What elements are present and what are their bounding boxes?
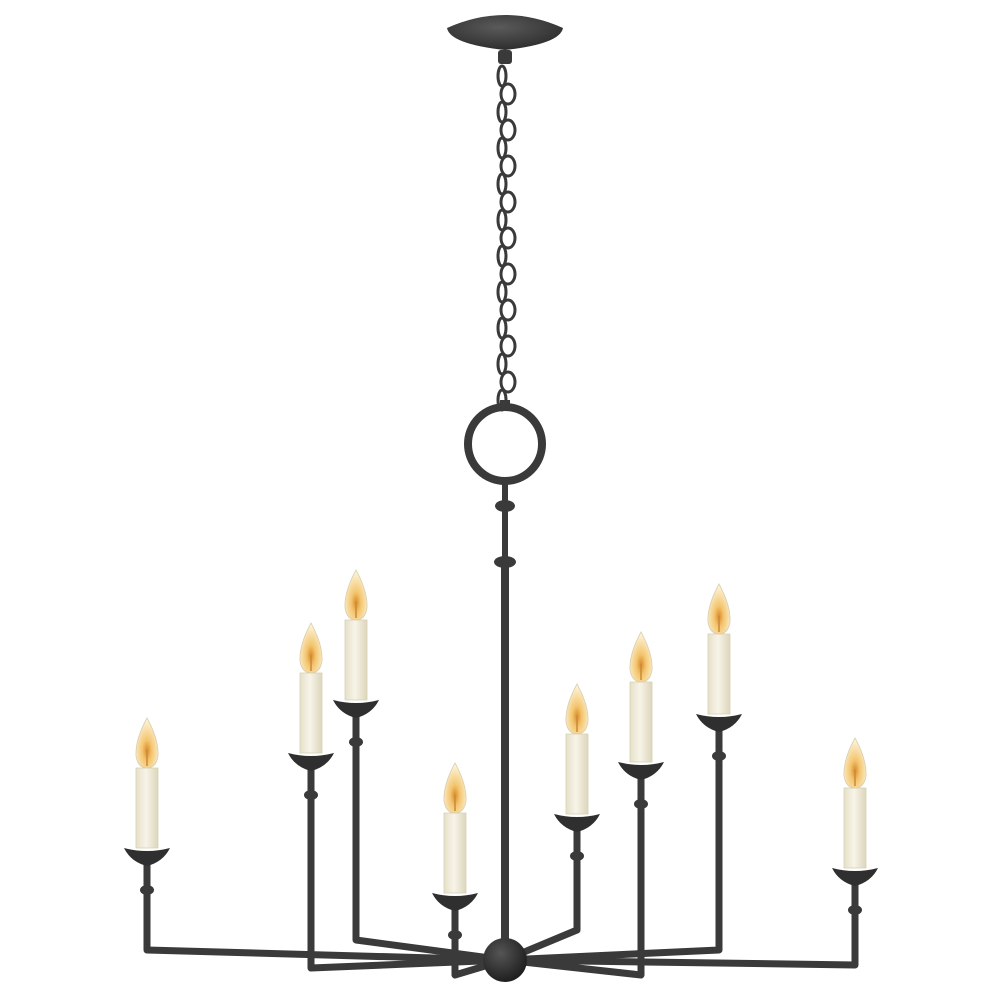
candle-cup	[432, 893, 478, 911]
center-hub	[483, 938, 527, 982]
hanging-chain	[496, 64, 517, 412]
chain-link	[496, 244, 508, 268]
candle-bulb	[344, 569, 368, 621]
candle-cup	[696, 714, 742, 732]
chain-link	[499, 334, 517, 358]
ring-loop	[464, 400, 546, 485]
chain-link	[499, 82, 517, 106]
candle-bulb	[299, 622, 323, 674]
candle-sleeve	[299, 672, 323, 754]
candle-1	[124, 717, 170, 866]
candle-arm	[352, 710, 509, 964]
candle-sleeve	[629, 681, 653, 763]
candle-cup	[554, 814, 600, 832]
candle-sleeve	[443, 812, 467, 894]
chain-link	[496, 208, 508, 232]
chain-link	[499, 370, 517, 394]
candle-bulb	[135, 717, 159, 769]
candle-3	[333, 569, 379, 718]
chain-link	[499, 154, 517, 178]
candle-bulb	[843, 737, 867, 789]
candle-cup	[288, 753, 334, 771]
candle-bulb	[707, 583, 731, 635]
candle-sleeve	[565, 733, 589, 815]
chain-link	[499, 226, 517, 250]
candle-sleeve	[135, 767, 159, 849]
candle-cup	[124, 848, 170, 866]
candle-arms	[140, 710, 862, 979]
candle-sleeve	[707, 633, 731, 715]
chain-link	[496, 136, 508, 160]
post-knob	[712, 751, 726, 761]
post-knob	[349, 737, 363, 747]
chain-link	[496, 316, 508, 340]
post-knob	[634, 799, 648, 809]
candle-arm	[501, 724, 723, 964]
chain-link	[496, 64, 508, 88]
post-knob	[570, 851, 584, 861]
chain-link	[496, 100, 508, 124]
chain-link	[496, 172, 508, 196]
chain-link	[496, 280, 508, 304]
post-knob	[848, 905, 862, 915]
chain-link	[499, 298, 517, 322]
candle-cup	[618, 762, 664, 780]
candle-bulb	[565, 683, 589, 735]
candle-cup	[832, 868, 878, 886]
candle-6	[618, 631, 664, 780]
candle-sleeve	[843, 787, 867, 869]
candle-7	[696, 583, 742, 732]
chain-link	[496, 352, 508, 376]
candle-bulb	[629, 631, 653, 683]
candle-arm	[501, 824, 581, 964]
candle-2	[288, 622, 334, 771]
candle-cup	[333, 700, 379, 718]
candle-arm	[501, 772, 645, 979]
candle-sleeve	[344, 619, 368, 701]
candle-arm	[307, 763, 509, 972]
candle-bulb	[443, 762, 467, 814]
chain-link	[499, 118, 517, 142]
chain-link	[499, 190, 517, 214]
post-knob	[448, 930, 462, 940]
chain-link	[499, 262, 517, 286]
candle-4	[432, 762, 478, 911]
candles	[124, 569, 878, 911]
post-knob	[304, 790, 318, 800]
ceiling-canopy	[447, 15, 563, 64]
center-stem	[494, 477, 516, 949]
candle-5	[554, 683, 600, 832]
post-knob	[140, 885, 154, 895]
candle-8	[832, 737, 878, 886]
